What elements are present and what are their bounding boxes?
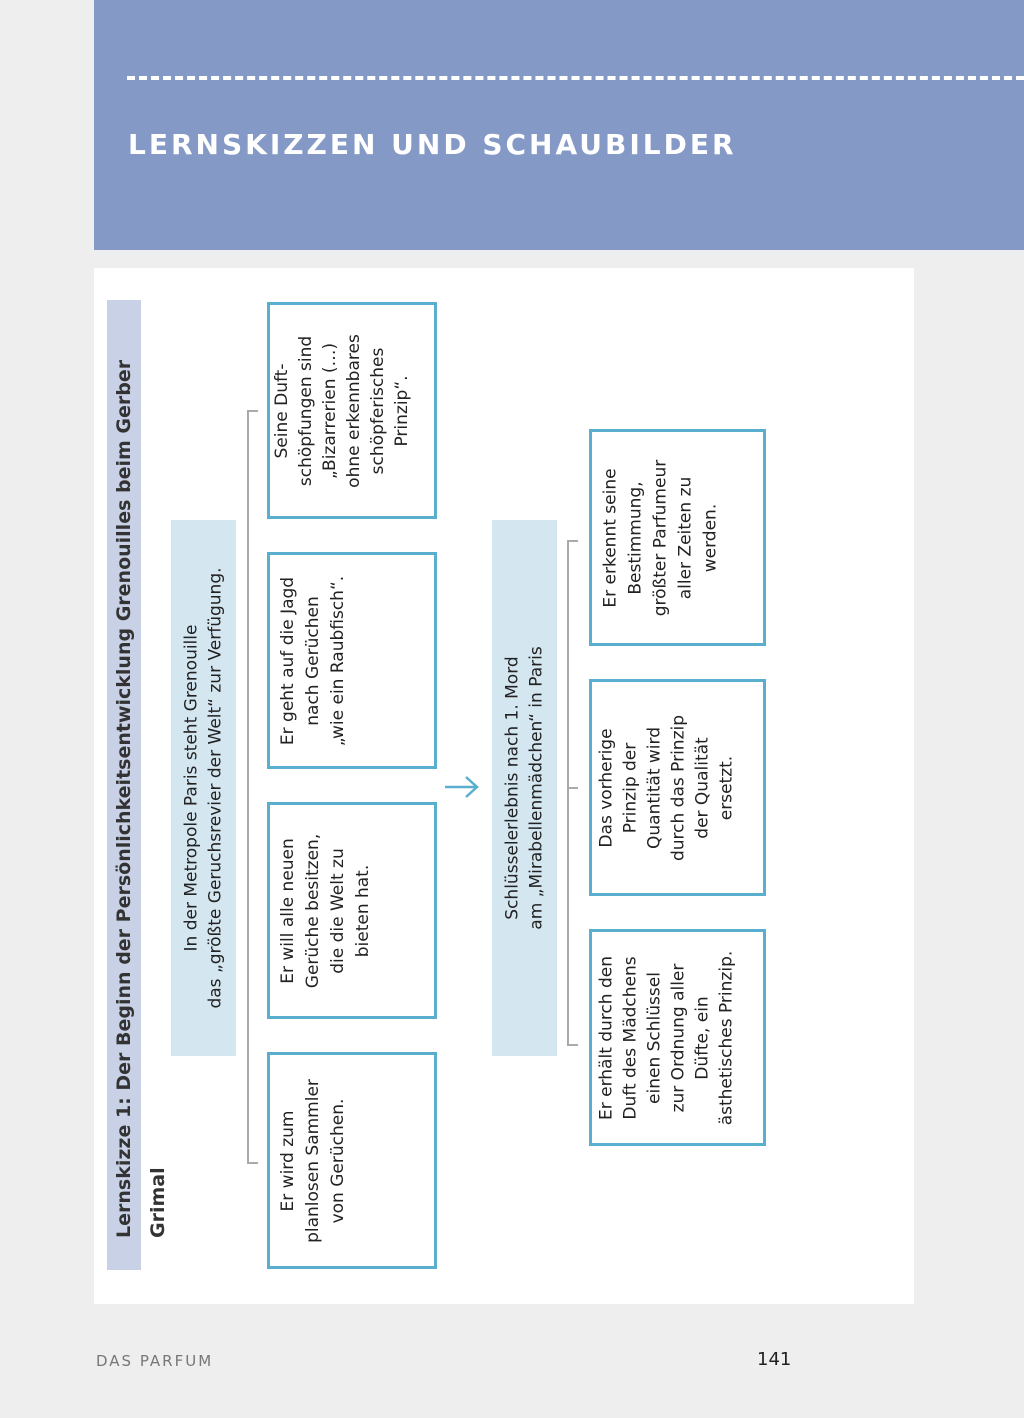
stage2-point-box: Er erhält durch den Duft des Mädchens ei… — [589, 929, 766, 1146]
bracket-tick — [568, 1044, 578, 1046]
dashed-divider — [127, 76, 1024, 80]
point-text: Er wird zum planlosen Sammler von Gerüch… — [278, 1078, 348, 1243]
bracket-2 — [567, 540, 569, 1046]
sketch-title-strip: Lernskizze 1: Der Beginn der Persönlichk… — [107, 300, 169, 1270]
page-number: 141 — [757, 1349, 792, 1370]
stage1-summary: In der Metropole Paris steht Grenouille … — [171, 520, 236, 1056]
bracket-tick — [248, 410, 258, 412]
stage1-point-box: Seine Duft- schöpfungen sind „Bizarrerie… — [267, 302, 437, 519]
point-text: Er geht auf die Jagd nach Gerüchen „wie … — [278, 575, 348, 746]
bracket-tick — [248, 1162, 258, 1164]
point-text: Er erkennt seine Bestimmung, größter Par… — [600, 459, 720, 616]
sketch-title: Lernskizze 1: Der Beginn der Persönlichk… — [113, 359, 169, 1238]
point-text: Seine Duft- schöpfungen sind „Bizarrerie… — [272, 333, 412, 488]
stage2-point-box: Er erkennt seine Bestimmung, größter Par… — [589, 429, 766, 646]
bracket-1 — [247, 410, 249, 1164]
stage1-point-box: Er will alle neuen Gerüche besitzen, die… — [267, 802, 437, 1019]
header-band — [94, 0, 1024, 250]
page-title: LERNSKIZZEN UND SCHAUBILDER — [128, 128, 737, 161]
stage1-summary-text: In der Metropole Paris steht Grenouille … — [181, 567, 225, 1009]
book-title-footer: DAS PARFUM — [96, 1352, 214, 1370]
point-text: Er erhält durch den Duft des Mädchens ei… — [596, 950, 736, 1125]
stage2-summary-text: Schlüsselerlebnis nach 1. Mord am „Mirab… — [502, 646, 546, 930]
bracket-tick — [568, 787, 578, 789]
stage2-summary: Schlüsselerlebnis nach 1. Mord am „Mirab… — [492, 520, 557, 1056]
point-text: Das vorherige Prinzip der Quantität wird… — [596, 714, 736, 861]
stage1-point-box: Er wird zum planlosen Sammler von Gerüch… — [267, 1052, 437, 1269]
stage2-point-box: Das vorherige Prinzip der Quantität wird… — [589, 679, 766, 896]
arrow-right-icon — [445, 776, 479, 798]
point-text: Er will alle neuen Gerüche besitzen, die… — [278, 833, 373, 988]
bracket-tick — [568, 540, 578, 542]
stage1-point-box: Er geht auf die Jagd nach Gerüchen „wie … — [267, 552, 437, 769]
